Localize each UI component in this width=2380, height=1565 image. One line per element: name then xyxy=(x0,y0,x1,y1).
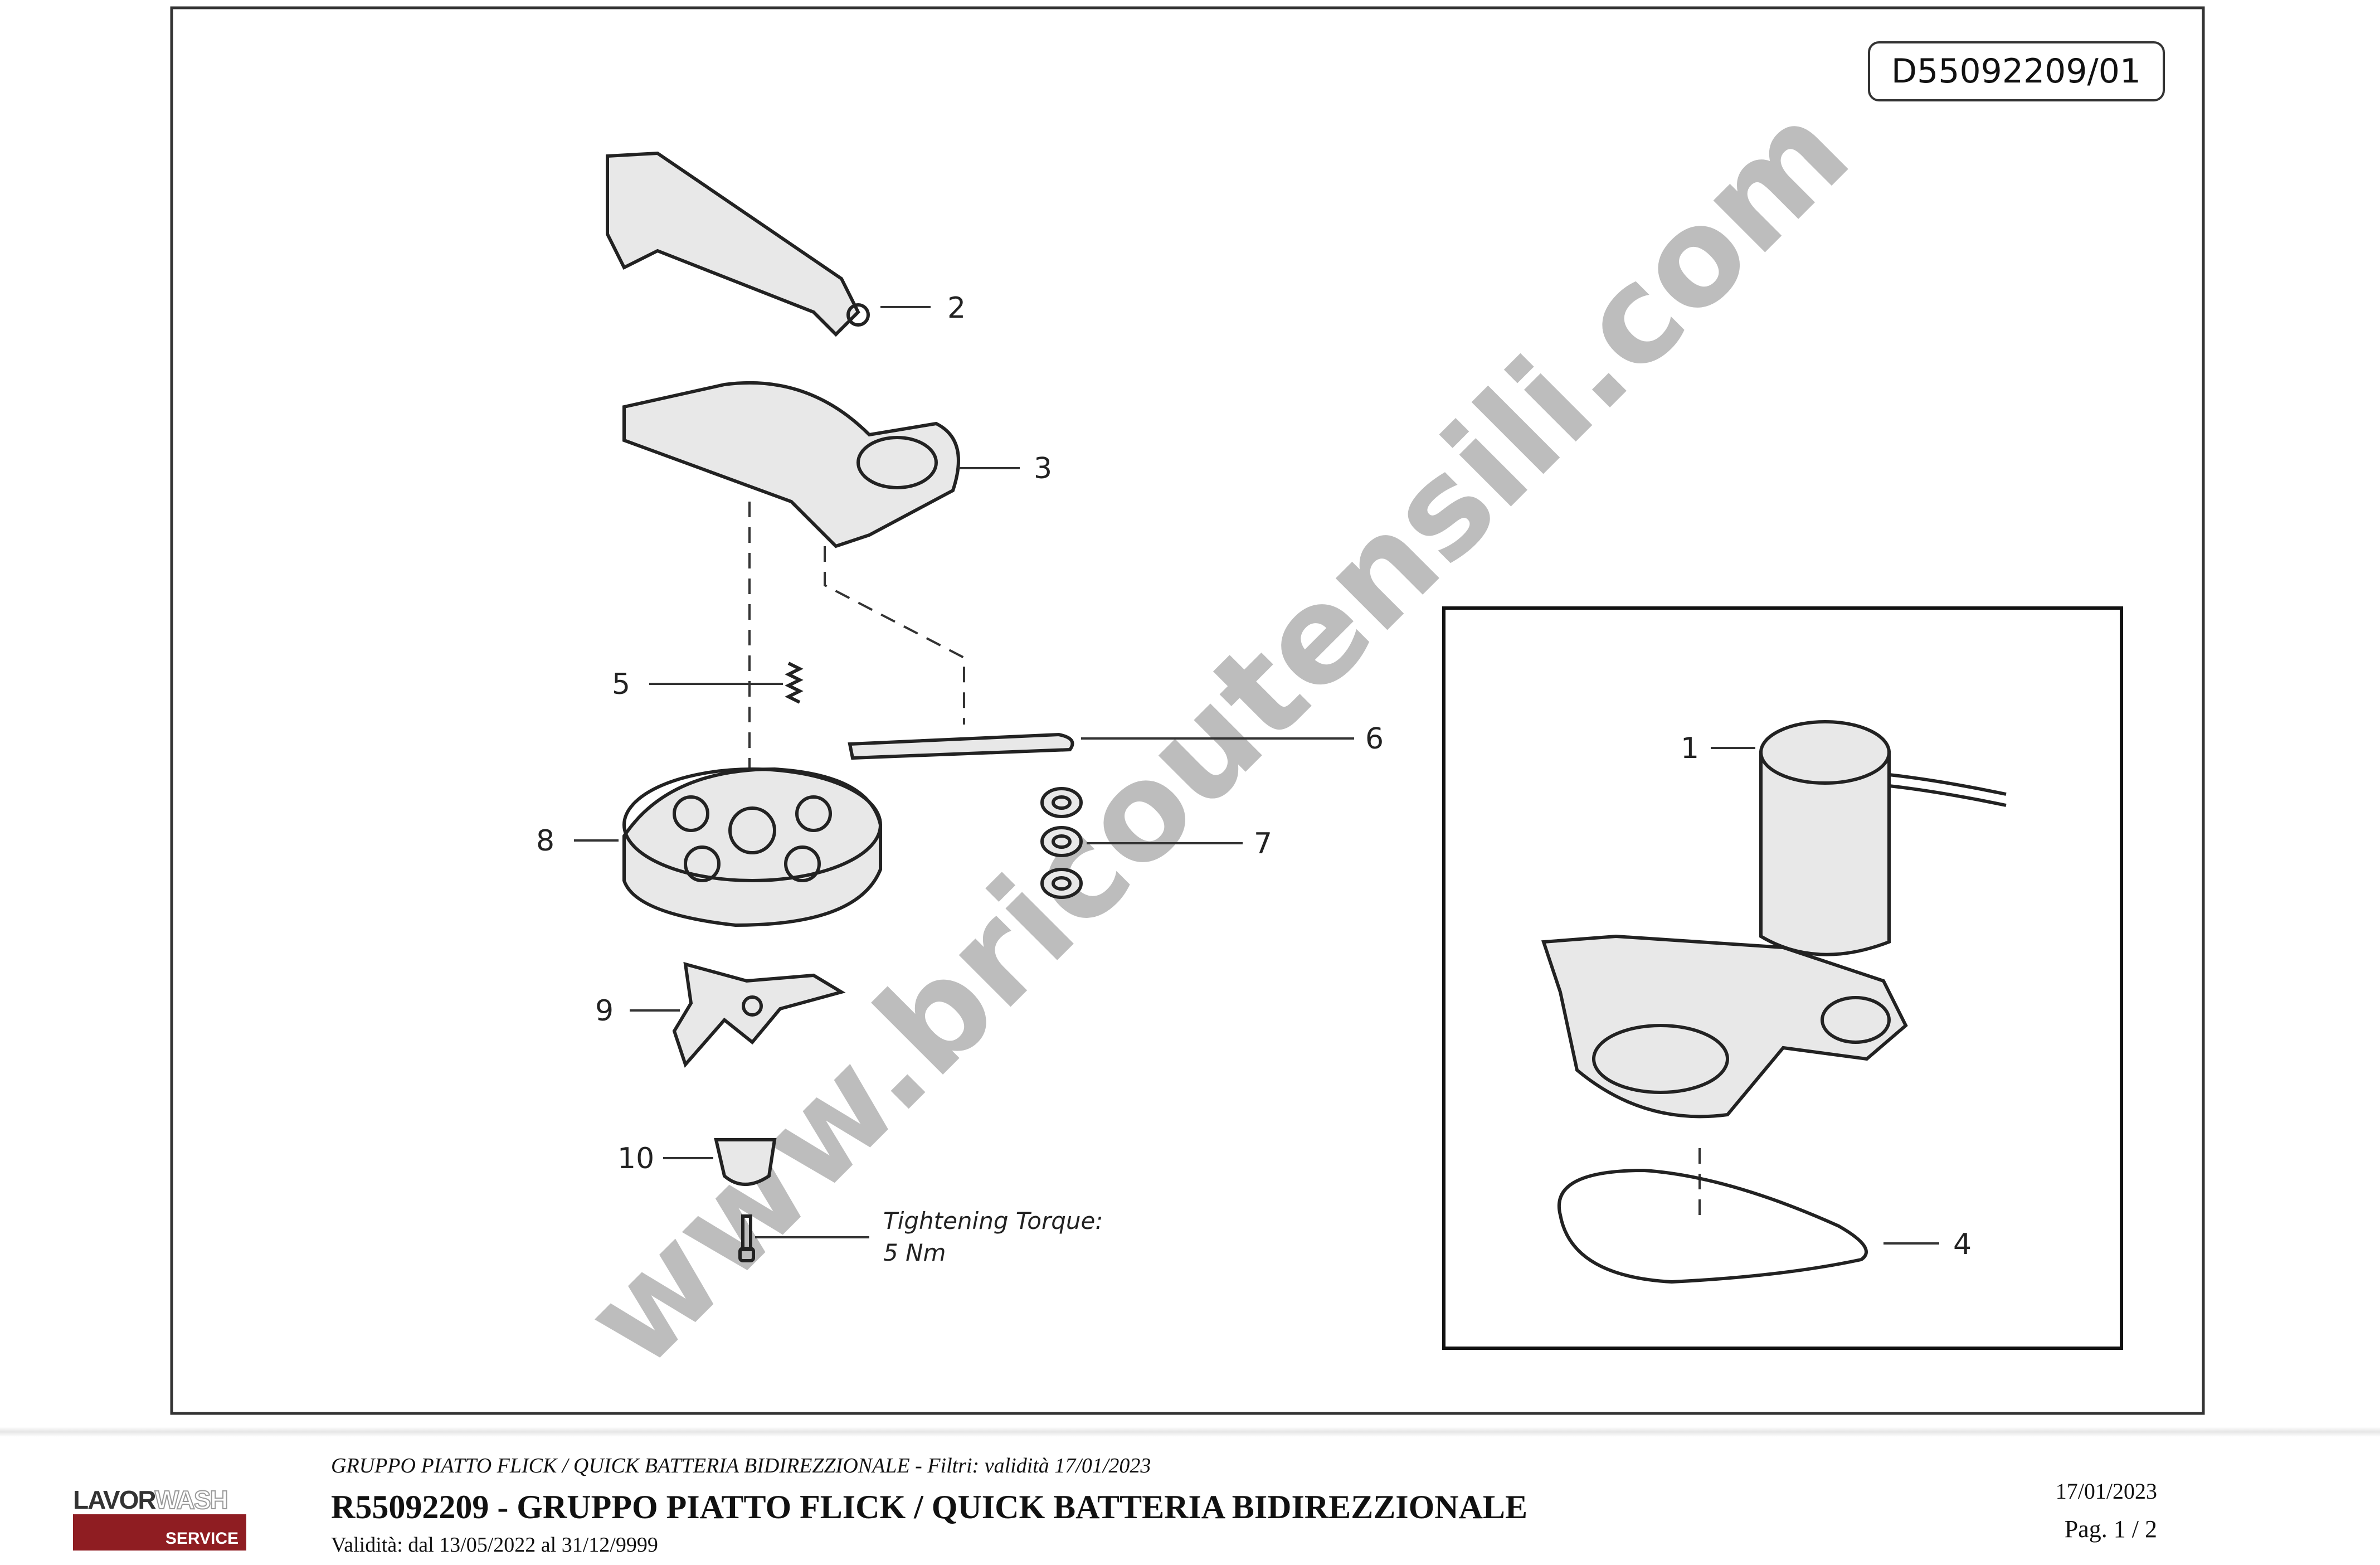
footer-title: R55092209 - GRUPPO PIATTO FLICK / QUICK … xyxy=(331,1489,1527,1525)
part-8-disc xyxy=(574,767,882,927)
part-2-bracket xyxy=(606,151,931,337)
part-6-lever xyxy=(848,732,1354,760)
callout-7: 7 xyxy=(1254,827,1272,861)
drawing-code: D55092209/01 xyxy=(1891,52,2141,91)
footer-page-number: Pag. 1 / 2 xyxy=(2064,1515,2157,1543)
callout-6: 6 xyxy=(1365,722,1384,756)
part-7-bearings xyxy=(1040,787,1243,899)
torque-note-label: Tightening Torque: xyxy=(883,1207,1103,1234)
assembly-plate xyxy=(1541,934,1908,1119)
part-10-nut xyxy=(663,1138,777,1186)
page-footer: LAVORWASH SERVICE GRUPPO PIATTO FLICK / … xyxy=(0,1427,2380,1565)
footer-subtitle: GRUPPO PIATTO FLICK / QUICK BATTERIA BID… xyxy=(331,1454,1151,1477)
footer-divider xyxy=(0,1427,2380,1437)
part-9-star xyxy=(630,961,846,1068)
callout-3: 3 xyxy=(1034,452,1052,485)
callout-4: 4 xyxy=(1953,1228,1972,1261)
callout-10: 10 xyxy=(617,1142,654,1175)
logo-brand-a: LAVOR xyxy=(73,1485,156,1514)
lavorwash-service-logo: LAVORWASH SERVICE xyxy=(73,1485,246,1551)
drawing-code-box xyxy=(1868,41,2165,101)
part-5-spring xyxy=(649,662,804,704)
screw xyxy=(738,1214,869,1262)
assembly-inset-frame xyxy=(1442,606,2123,1350)
part-1-motor xyxy=(1711,720,2007,956)
footer-validity: Validità: dal 13/05/2022 al 31/12/9999 xyxy=(331,1533,658,1557)
callout-5: 5 xyxy=(612,668,630,701)
footer-date: 17/01/2023 xyxy=(2055,1479,2157,1504)
torque-note-value: 5 Nm xyxy=(883,1239,946,1266)
logo-brand-b: WASH xyxy=(154,1485,229,1515)
callout-2: 2 xyxy=(947,291,966,325)
callout-1: 1 xyxy=(1681,732,1699,765)
part-4-belt xyxy=(1558,1168,1939,1284)
callout-8: 8 xyxy=(536,824,554,858)
part-3-plate xyxy=(622,381,1020,548)
callout-9: 9 xyxy=(595,994,614,1028)
logo-service: SERVICE xyxy=(73,1514,246,1551)
drawing-frame xyxy=(170,6,2205,1415)
